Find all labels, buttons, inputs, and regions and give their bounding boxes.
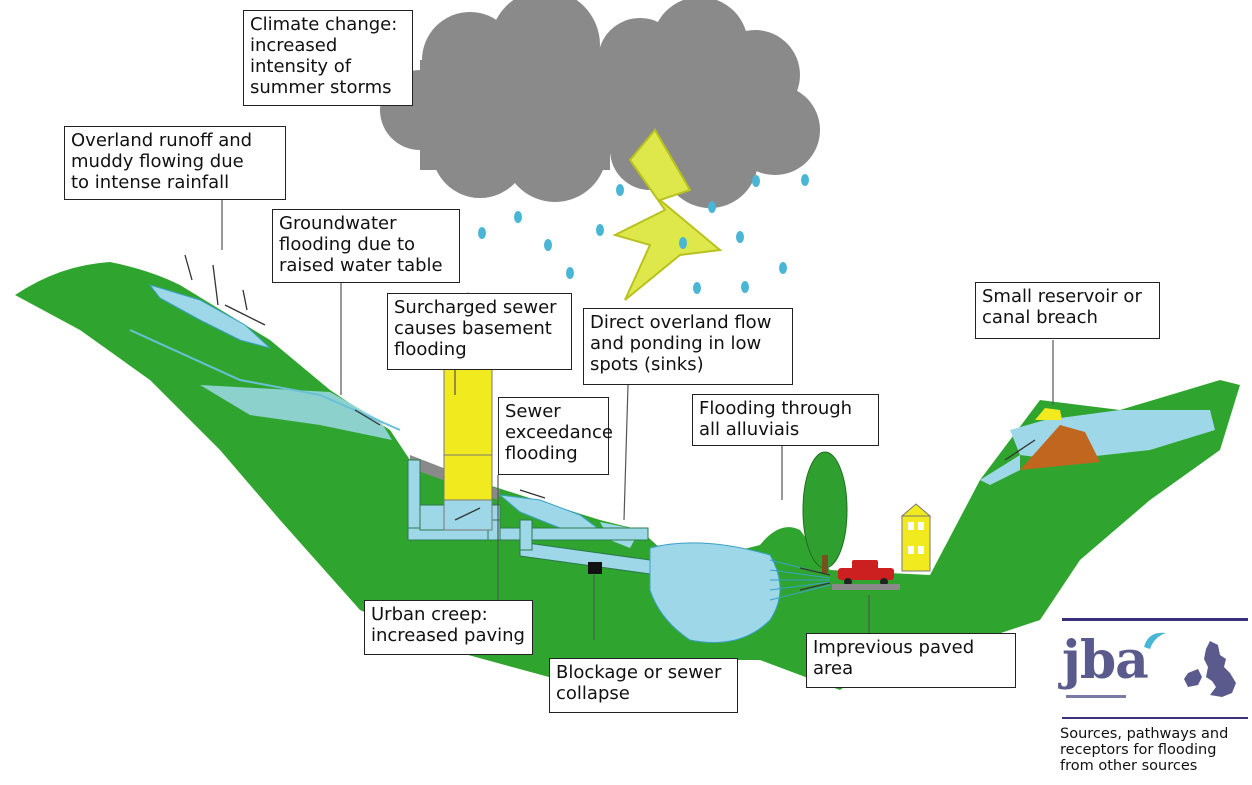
label-sewer-exceedance: Sewer exceedance flooding <box>498 397 613 475</box>
flow-arrows <box>184 254 1036 591</box>
jba-wordmark: jba <box>1062 630 1149 691</box>
ground-profile <box>15 262 1240 690</box>
label-direct-overland: Direct overland flow and ponding in low … <box>583 308 793 385</box>
label-climate-change: Climate change: increased intensity of s… <box>243 10 413 106</box>
rain-drops <box>478 174 809 294</box>
impervious-paved-strip <box>832 584 900 590</box>
storm-cloud-left <box>380 0 645 202</box>
label-overland-runoff: Overland runoff and muddy flowing due to… <box>64 126 286 200</box>
riverside-house <box>900 503 932 572</box>
jba-swoosh-icon <box>1144 632 1166 649</box>
label-blockage: Blockage or sewer collapse <box>549 658 738 713</box>
lightning-icon <box>612 128 723 301</box>
overland-runoff-water <box>148 284 271 349</box>
groundwater-table <box>200 385 392 440</box>
reservoir <box>980 408 1215 485</box>
label-surcharged-sewer: Surcharged sewer causes basement floodin… <box>387 293 572 370</box>
tree <box>802 451 848 573</box>
leader-lines <box>221 200 1054 640</box>
label-alluvials: Flooding through all alluviais <box>692 394 879 446</box>
logo-caption: Sources, pathways and receptors for floo… <box>1060 726 1229 774</box>
logo-top-rule <box>1062 618 1248 621</box>
jba-logo-panel: jba Sources, pathways and receptors for … <box>1056 615 1252 785</box>
label-groundwater: Groundwater flooding due to raised water… <box>272 209 460 283</box>
label-urban-creep: Urban creep: increased paving <box>364 600 533 655</box>
uk-map-icon <box>1184 641 1236 697</box>
jba-tagline-bar <box>1066 695 1126 698</box>
logo-bottom-rule <box>1062 717 1248 719</box>
river-channel-water <box>649 542 781 643</box>
label-reservoir: Small reservoir or canal breach <box>975 282 1160 339</box>
storm-cloud-right <box>598 0 820 208</box>
label-impervious: Imprevious paved area <box>806 633 1016 688</box>
sewer-blockage <box>588 562 602 574</box>
